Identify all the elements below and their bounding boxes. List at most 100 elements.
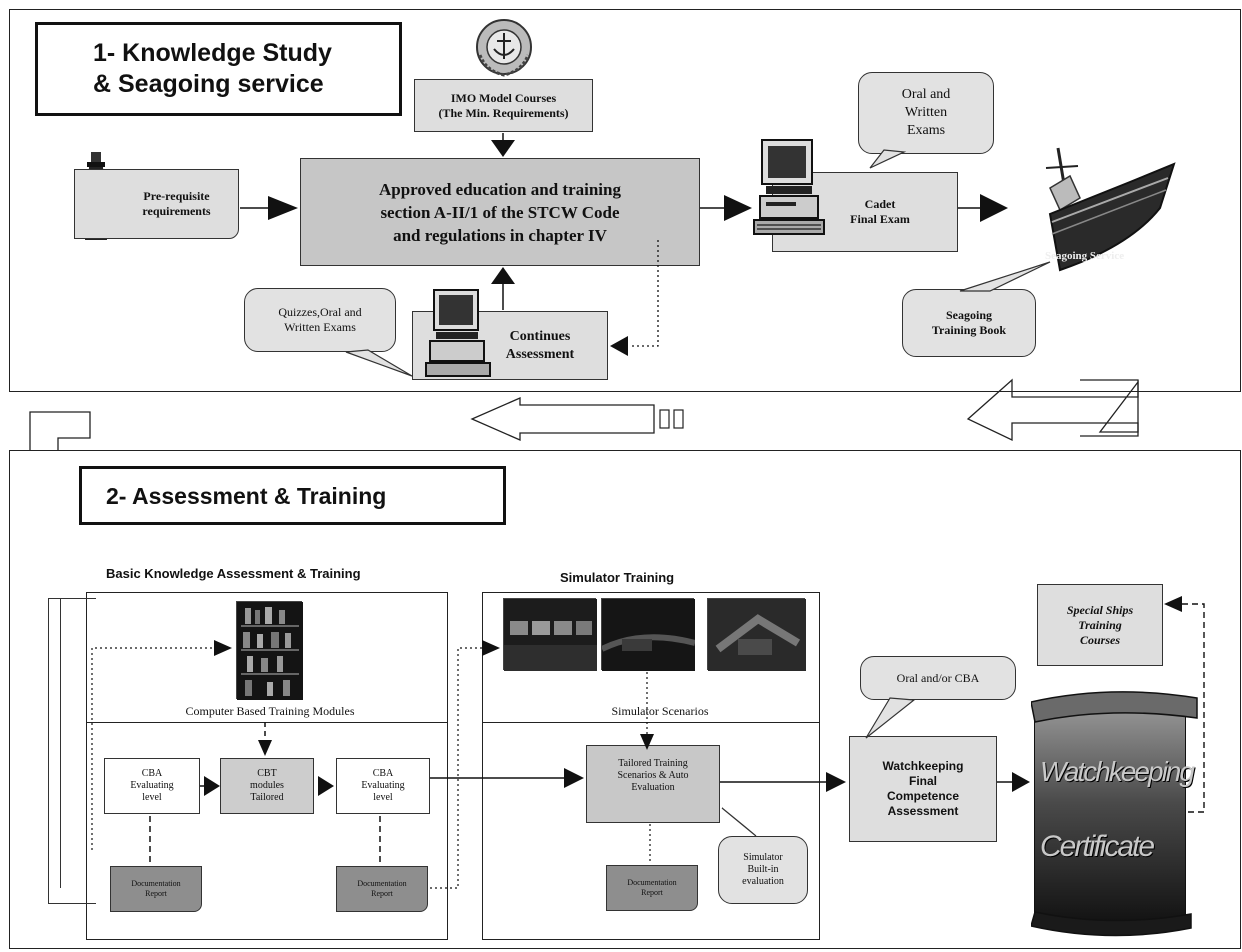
doc3-line1: Documentation (627, 878, 677, 887)
certificate-title-line1: Watchkeeping (1040, 756, 1195, 787)
continues-line2: Assessment (505, 346, 575, 362)
cbt-line2: modules (250, 780, 284, 791)
special-ships-courses-box: Special Ships Training Courses (1037, 584, 1163, 666)
dotted-line (430, 647, 482, 889)
hollow-arrow-bend (1080, 379, 1139, 437)
ship-icon (1020, 138, 1180, 278)
cba1-line2: Evaluating (130, 780, 174, 791)
seagoing-training-book-callout: Seagoing Training Book (902, 289, 1036, 357)
cbt-line1: CBT (257, 768, 277, 779)
arrowhead (1012, 772, 1030, 792)
glyph-box (673, 409, 684, 429)
imo-courses-box: IMO Model Courses (The Min. Requirements… (414, 79, 593, 132)
cbt-line3: Tailored (250, 792, 284, 803)
arrowhead (491, 267, 515, 284)
approved-education-line1: Approved education and training (379, 179, 621, 199)
wk-line1: Watchkeeping (882, 759, 964, 773)
arrowhead (610, 336, 628, 356)
section2-title: 2- Assessment & Training (79, 466, 506, 525)
cadet-line2: Final Exam (850, 212, 910, 226)
prerequisite-line1: Pre-requisite (143, 189, 210, 203)
section2-title-text: 2- Assessment & Training (106, 483, 387, 509)
arrowhead (214, 640, 232, 656)
side-strip (48, 598, 96, 904)
arrowhead (268, 196, 298, 220)
doc2-line2: Report (371, 889, 393, 898)
simulator-bridge-image (503, 598, 597, 671)
cba-evaluating-level-box-2: CBA Evaluating level (336, 758, 430, 814)
simulator-console-image (707, 598, 806, 671)
doc1-line1: Documentation (131, 879, 181, 888)
basic-knowledge-heading: Basic Knowledge Assessment & Training (106, 566, 361, 581)
simulator-training-heading: Simulator Training (560, 570, 675, 585)
certificate-scroll (1030, 688, 1201, 940)
oral-cba-text: Oral and/or CBA (896, 670, 980, 685)
sim-eval-line1: Simulator (743, 852, 783, 863)
callout-tail (959, 261, 1051, 292)
callout-tail (721, 807, 757, 837)
dotted-line (91, 647, 214, 850)
prerequisite-line2: requirements (142, 204, 211, 218)
arrowhead (318, 776, 334, 796)
certificate-title-line2: Certificate (1040, 830, 1155, 863)
tailored-line2: Scenarios & Auto (617, 770, 689, 781)
quiz-line2: Written Exams (284, 320, 356, 334)
imo-courses-line1: IMO Model Courses (450, 90, 557, 105)
arrowhead (204, 776, 220, 796)
tailored-line3: Evaluation (631, 782, 675, 793)
bookshelf-image (236, 601, 303, 700)
cbt-modules-label: Computer Based Training Modules (185, 703, 355, 718)
special-line1: Special Ships (1066, 602, 1134, 617)
continues-line1: Continues (509, 328, 571, 344)
cbt-modules-tailored-box: CBT modules Tailored (220, 758, 314, 814)
wk-line2: Final (908, 774, 937, 788)
cadet-line1: Cadet (864, 197, 896, 211)
simulator-scenarios-label: Simulator Scenarios (611, 703, 709, 718)
documentation-report-3: Documentation Report (606, 865, 698, 911)
hollow-arrow-left (966, 378, 1139, 442)
arrowhead (826, 772, 846, 792)
arrowhead (482, 640, 500, 656)
wk-line4: Assessment (887, 804, 959, 818)
callout-tail (345, 349, 413, 377)
approved-education-box: Approved education and training section … (300, 158, 700, 266)
glyph-box (659, 409, 670, 429)
cba2-line1: CBA (372, 768, 394, 779)
exams-callout-line2: Written (904, 105, 948, 120)
callout-tail (869, 149, 907, 169)
book-line2: Training Book (931, 323, 1007, 337)
watchkeeping-assessment-box: Watchkeeping Final Competence Assessment (849, 736, 997, 842)
divider (482, 722, 820, 723)
cba2-line2: Evaluating (361, 780, 405, 791)
quiz-line1: Quizzes,Oral and (278, 305, 362, 319)
documentation-report-2: Documentation Report (336, 866, 428, 912)
cba-evaluating-level-box-1: CBA Evaluating level (104, 758, 200, 814)
tailored-training-box: Tailored Training Scenarios & Auto Evalu… (586, 745, 720, 823)
prerequisite-box: Pre-requisite requirements (74, 169, 239, 239)
section1-title-line1: 1- Knowledge Study (93, 39, 332, 67)
simulator-radar-image (600, 598, 696, 671)
oral-written-exams-callout: Oral and Written Exams (858, 72, 994, 154)
exams-callout-line3: Exams (906, 123, 946, 138)
wk-line3: Competence (886, 789, 960, 803)
cba1-line1: CBA (141, 768, 163, 779)
hollow-arrow-middle (470, 397, 655, 441)
arrowhead (980, 194, 1008, 222)
divider (86, 722, 448, 723)
arrowhead (640, 734, 654, 750)
approved-education-line3: and regulations in chapter IV (393, 225, 607, 245)
side-strip-inner (60, 598, 82, 888)
oral-cba-callout: Oral and/or CBA (860, 656, 1016, 700)
dotted-feedback-line (630, 240, 659, 347)
cba1-line3: level (142, 792, 162, 803)
section1-title: 1- Knowledge Study & Seagoing service (35, 22, 402, 116)
special-line3: Courses (1079, 632, 1120, 647)
computer-icon (752, 138, 836, 240)
arrowhead (564, 768, 584, 788)
computer-icon (424, 288, 500, 380)
exams-callout-line1: Oral and (901, 87, 951, 102)
special-line2: Training (1078, 617, 1122, 632)
arrowhead (258, 740, 272, 756)
arrowhead (724, 195, 752, 221)
